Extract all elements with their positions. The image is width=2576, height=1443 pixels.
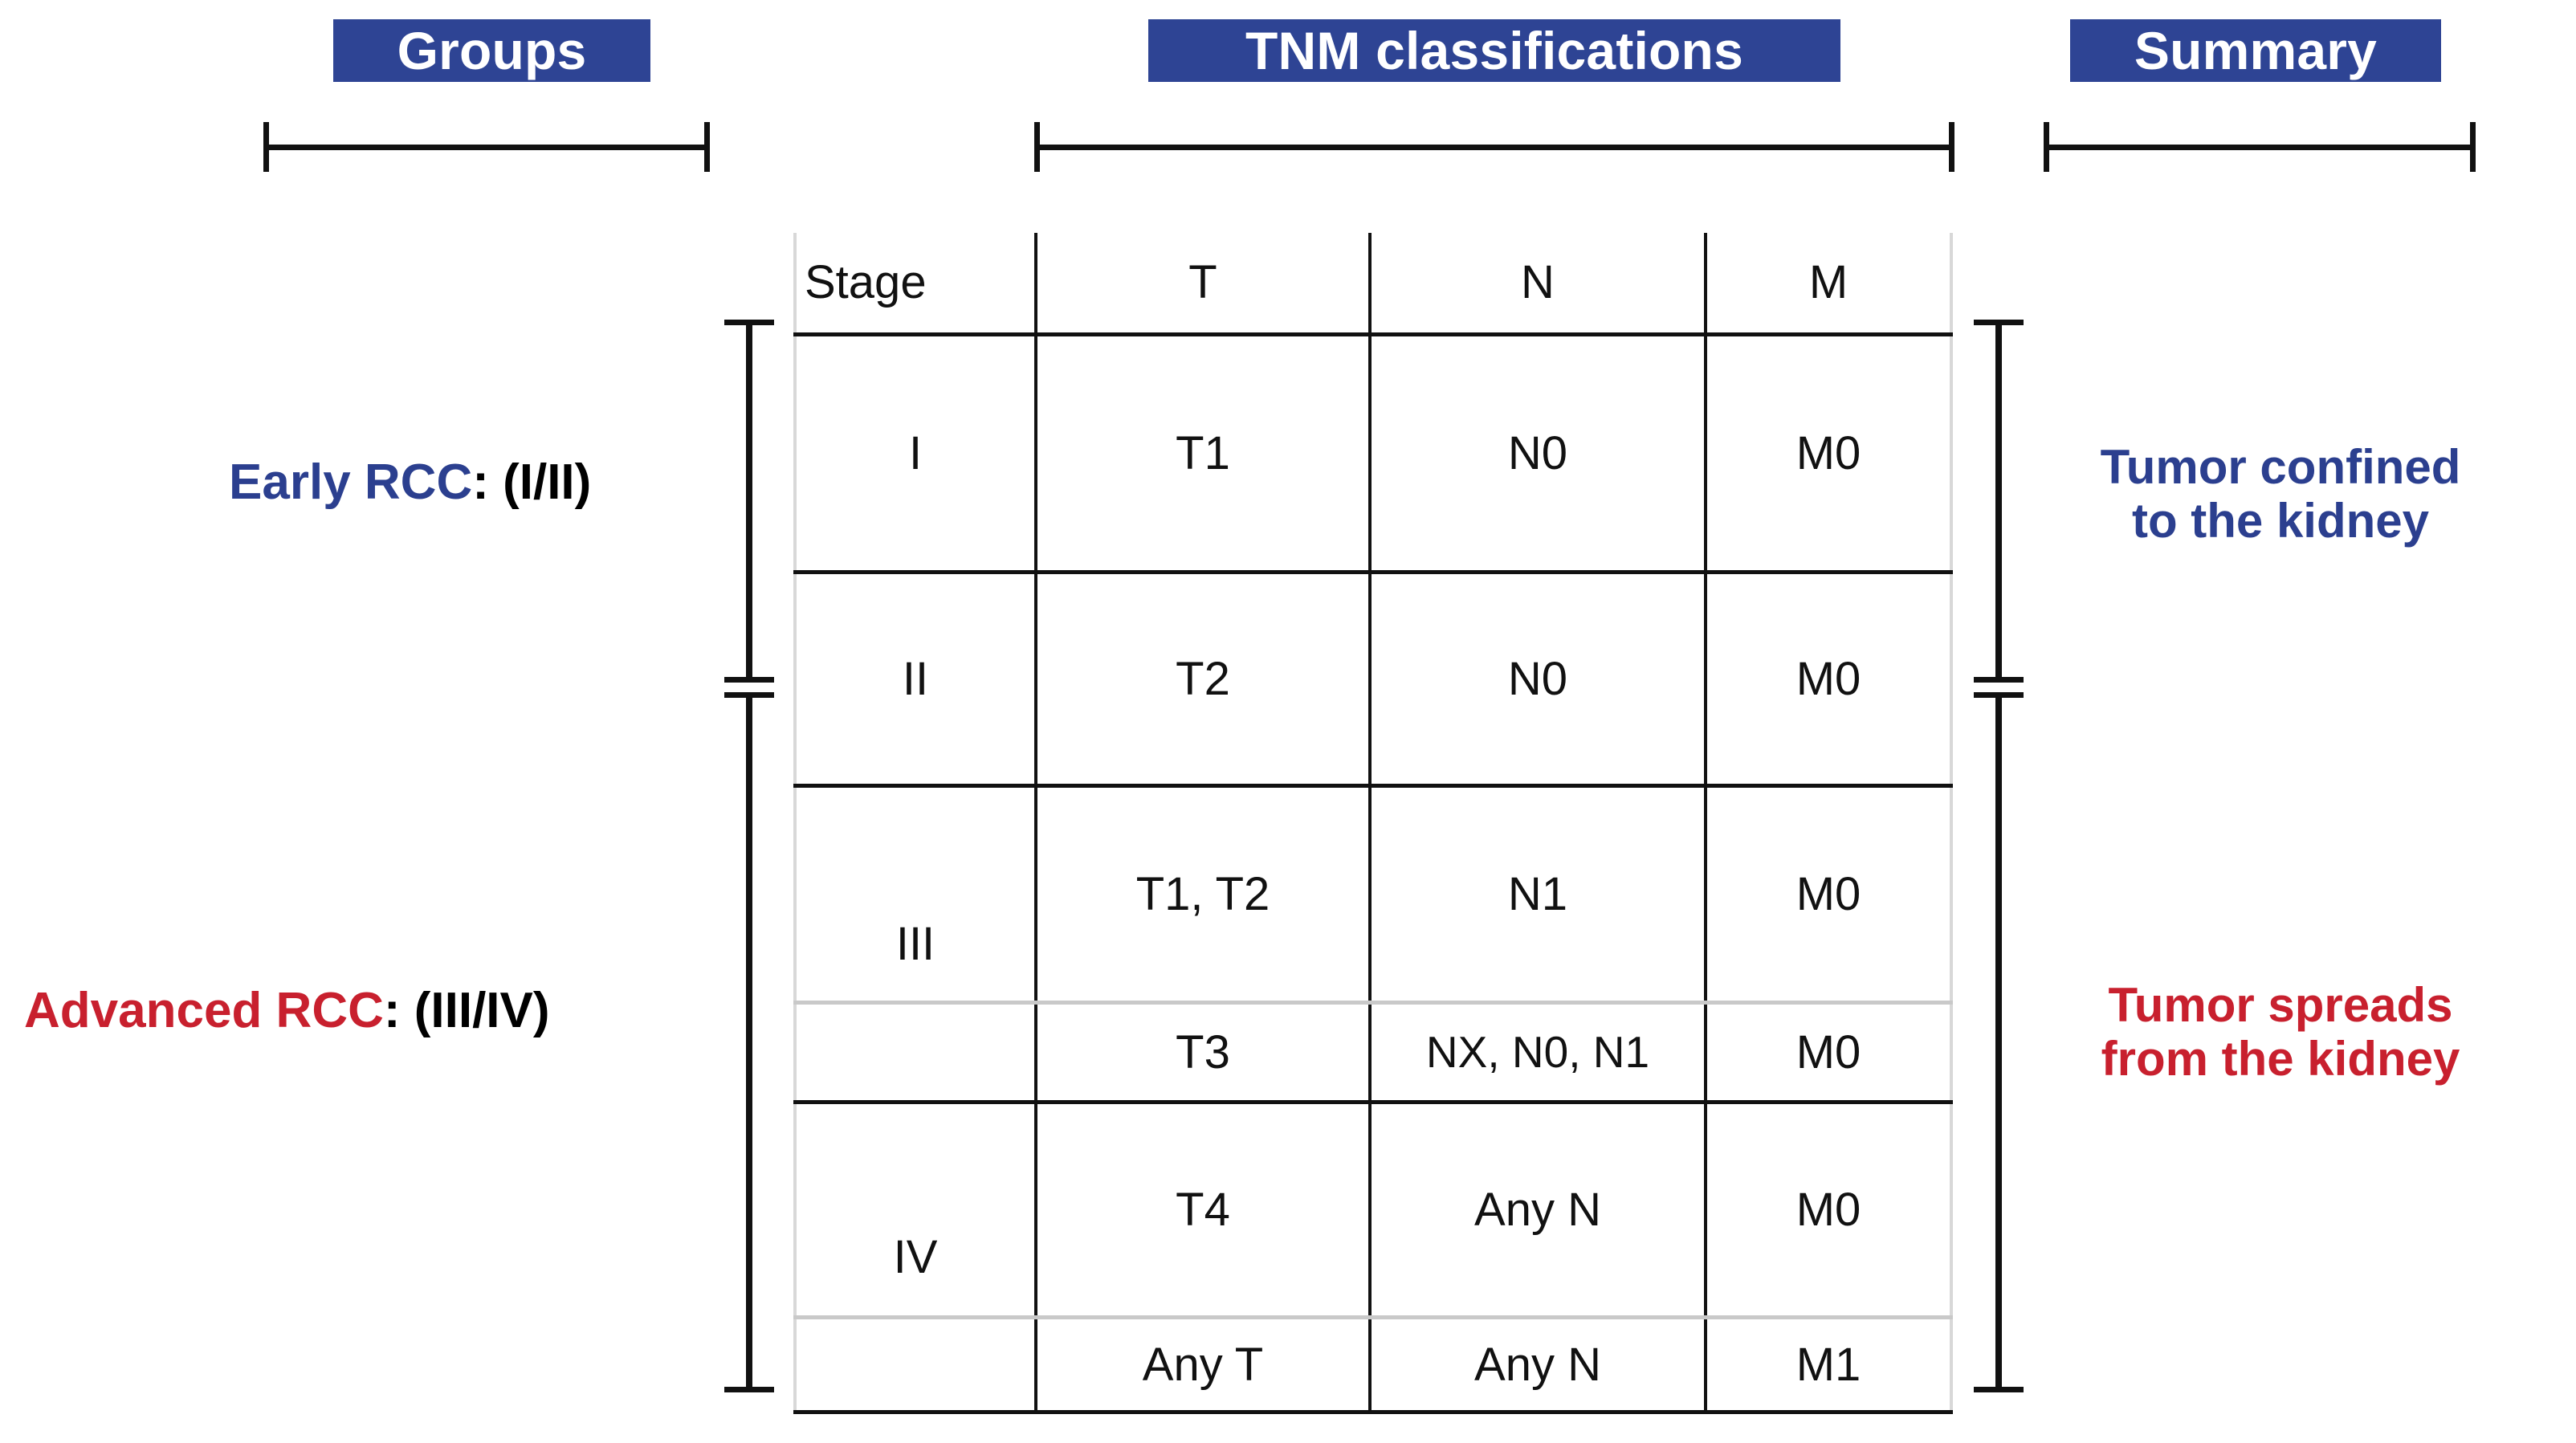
header-banner-groups: Groups <box>333 19 650 82</box>
summary-line-2: from the kidney <box>2101 1032 2460 1086</box>
table-header-t: T <box>1188 256 1217 308</box>
table-cell-n: N0 <box>1507 652 1568 705</box>
header-banner-summary: Summary <box>2070 19 2441 82</box>
table-border-right <box>1950 233 1953 1413</box>
bracket-tick-right <box>2470 122 2476 172</box>
group-bracket-left-early <box>724 320 774 683</box>
group-bracket-left-advanced <box>724 692 774 1392</box>
table-row: II <box>902 652 929 705</box>
summary-line-2: to the kidney <box>2131 494 2430 548</box>
bracket-cap-bottom <box>724 677 774 683</box>
table-cell-m: M0 <box>1795 652 1861 705</box>
table-header-n: N <box>1521 256 1555 308</box>
table-row: I <box>908 426 923 479</box>
summary-text-early: Tumor confined to the kidney <box>2040 440 2521 548</box>
group-label-stages: : (III/IV) <box>383 983 550 1038</box>
group-bracket-right-advanced <box>1974 692 2024 1392</box>
header-banner-tnm: TNM classifications <box>1148 19 1840 82</box>
table-row: III <box>895 917 935 970</box>
span-bracket-groups <box>263 122 710 173</box>
table-cell-t: Any T <box>1142 1338 1264 1391</box>
span-bracket-tnm <box>1034 122 1954 173</box>
span-bracket-summary <box>2044 122 2476 173</box>
table-cell-t: T1 <box>1176 426 1230 479</box>
bracket-bar <box>263 145 710 150</box>
bracket-bar <box>1034 145 1954 150</box>
table-col-divider-2 <box>1368 233 1372 1413</box>
table-cell-t: T1, T2 <box>1135 867 1270 920</box>
bracket-stem <box>1995 320 2002 683</box>
group-label-stages: : (I/II) <box>472 455 592 510</box>
table-cell-n: Any N <box>1474 1183 1601 1236</box>
group-label-name: Early RCC <box>229 455 473 510</box>
table-cell-n: NX, N0, N1 <box>1425 1027 1650 1077</box>
table-cell-n: N0 <box>1507 426 1568 479</box>
table-border-bottom <box>793 1410 1953 1414</box>
table-rule-row2 <box>793 784 1953 788</box>
table-cell-m: M0 <box>1795 867 1861 920</box>
table-cell-t: T2 <box>1176 652 1230 705</box>
table-rule-row3-inner <box>793 1001 1953 1005</box>
bracket-cap-bottom <box>1974 1387 2024 1392</box>
table-rule-row1 <box>793 570 1953 574</box>
group-bracket-right-early <box>1974 320 2024 683</box>
bracket-stem <box>746 692 752 1392</box>
group-label-early-rcc: Early RCC: (I/II) <box>229 458 591 507</box>
table-header-stage: Stage <box>805 256 927 308</box>
table-rule-row5-inner <box>793 1315 1953 1319</box>
bracket-stem <box>1995 692 2002 1392</box>
bracket-cap-bottom <box>1974 677 2024 683</box>
table-cell-m: M0 <box>1795 1025 1861 1078</box>
tnm-classification-table: Stage T N M I T1 N0 M0 II T2 N0 M0 III T… <box>793 233 1953 1414</box>
table-cell-t: T4 <box>1176 1183 1230 1236</box>
table-cell-m: M0 <box>1795 426 1861 479</box>
table-cell-m: M0 <box>1795 1183 1861 1236</box>
table-rule-under-head <box>793 332 1953 336</box>
table-col-divider-3 <box>1704 233 1707 1413</box>
bracket-tick-right <box>1949 122 1954 172</box>
group-label-name: Advanced RCC <box>24 983 384 1038</box>
table-header-m: M <box>1808 256 1848 308</box>
summary-line-1: Tumor spreads <box>2108 978 2453 1032</box>
table-cell-n: Any N <box>1474 1338 1601 1391</box>
table-border-left <box>793 233 797 1413</box>
table-row: IV <box>893 1230 938 1283</box>
bracket-cap-bottom <box>724 1387 774 1392</box>
table-rule-row4 <box>793 1100 1953 1104</box>
table-cell-t: T3 <box>1176 1025 1230 1078</box>
bracket-stem <box>746 320 752 683</box>
bracket-bar <box>2044 145 2476 150</box>
table-col-divider-1 <box>1034 233 1037 1413</box>
bracket-tick-right <box>704 122 710 172</box>
summary-text-advanced: Tumor spreads from the kidney <box>2016 978 2545 1086</box>
table-cell-n: N1 <box>1507 867 1568 920</box>
group-label-advanced-rcc: Advanced RCC: (III/IV) <box>24 986 550 1036</box>
summary-line-1: Tumor confined <box>2100 440 2461 494</box>
table-cell-m: M1 <box>1795 1338 1861 1391</box>
